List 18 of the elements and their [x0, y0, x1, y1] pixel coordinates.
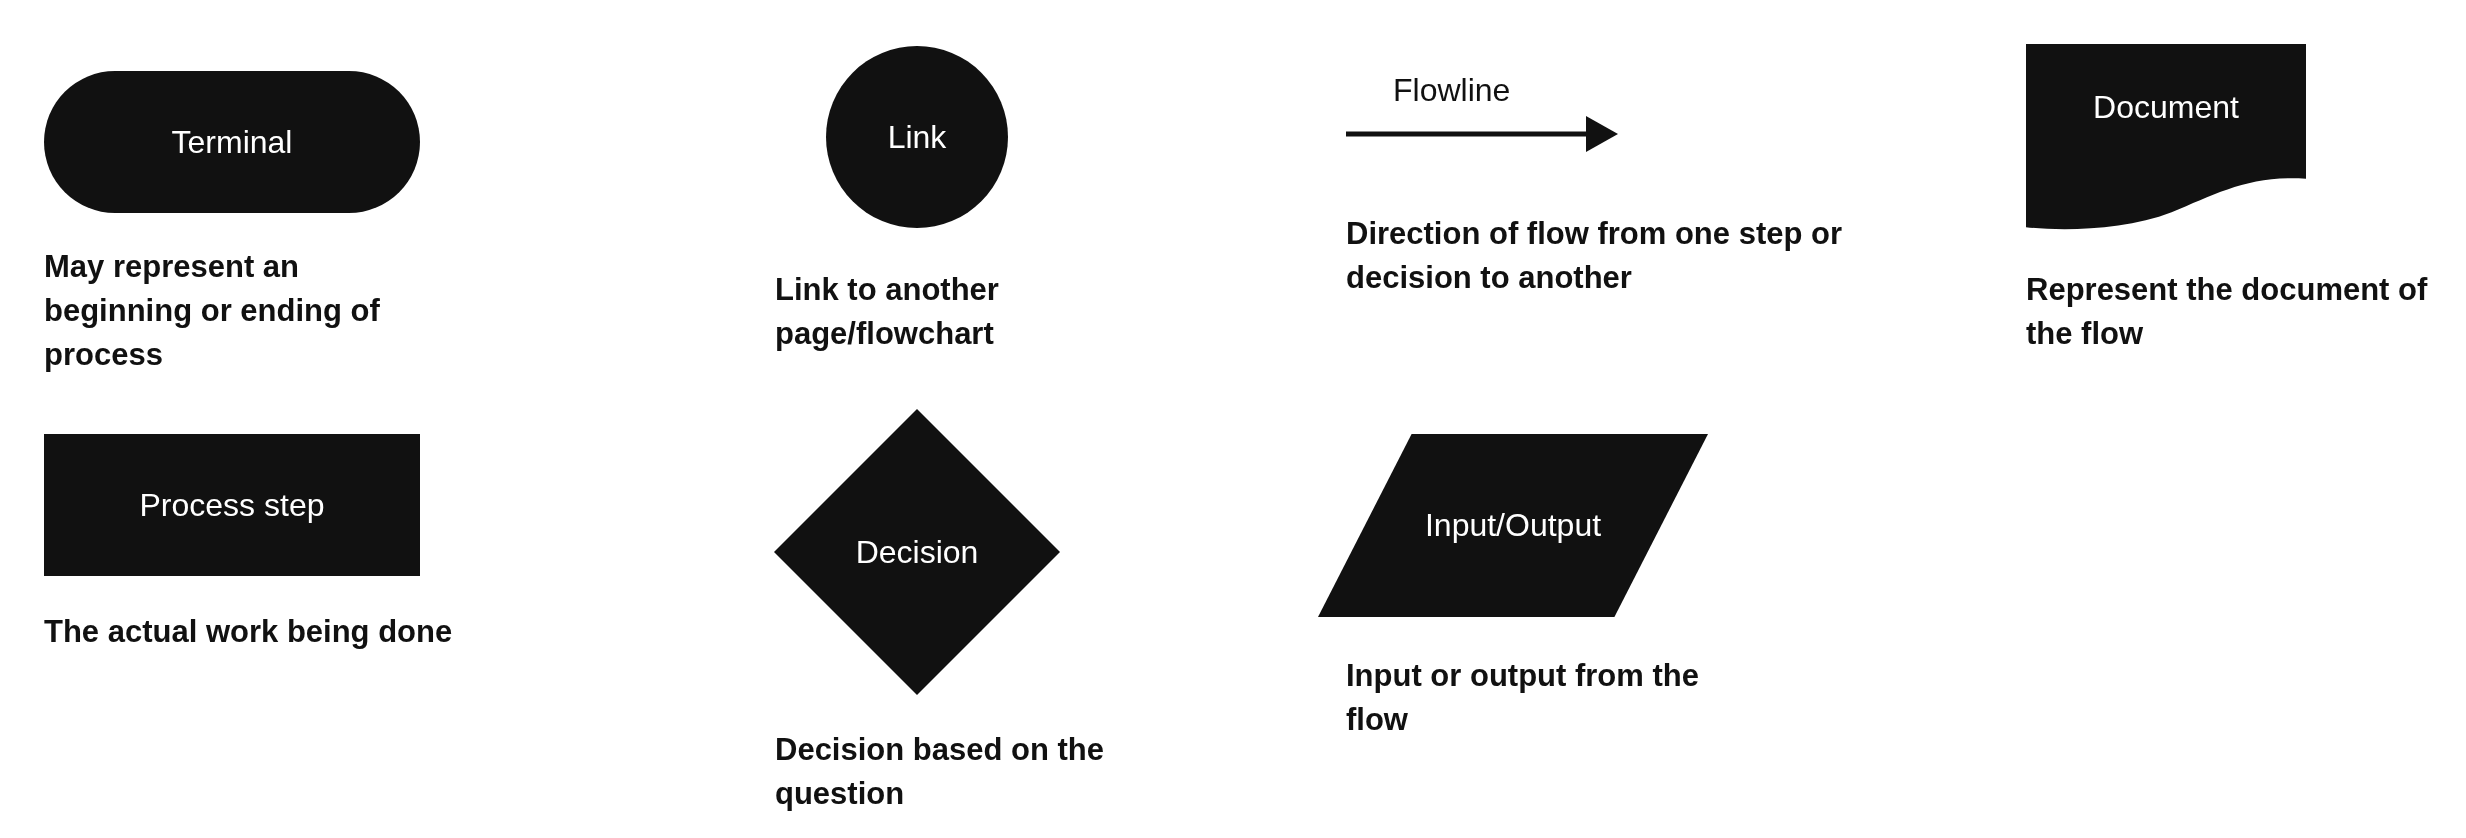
symbol-name: Flowline — [1393, 72, 1511, 109]
process-rectangle — [44, 434, 420, 576]
shape-label: Terminal — [171, 123, 293, 161]
shape-label: Document — [2093, 89, 2239, 126]
symbol-description: The actual work being done — [44, 613, 454, 651]
shape-label: Process step — [139, 486, 325, 524]
symbol-description: May represent an beginning or ending of process — [44, 248, 381, 374]
symbol-description: Input or output from the flow — [1346, 657, 1700, 739]
symbol-description: Link to another page/flowchart — [775, 271, 1000, 353]
decision-diamond — [774, 409, 1060, 695]
shape-label: Decision — [855, 533, 979, 571]
symbol-description: Decision based on the question — [775, 731, 1105, 813]
document-shape — [2026, 44, 2306, 231]
shape-label: Link — [887, 118, 947, 156]
symbol-description: Represent the document of the flow — [2026, 271, 2429, 353]
shape-label: Input/Output — [1424, 507, 1602, 544]
input-output-parallelogram — [1318, 434, 1708, 617]
symbol-description: Direction of flow from one step or decision to another — [1346, 215, 1843, 297]
